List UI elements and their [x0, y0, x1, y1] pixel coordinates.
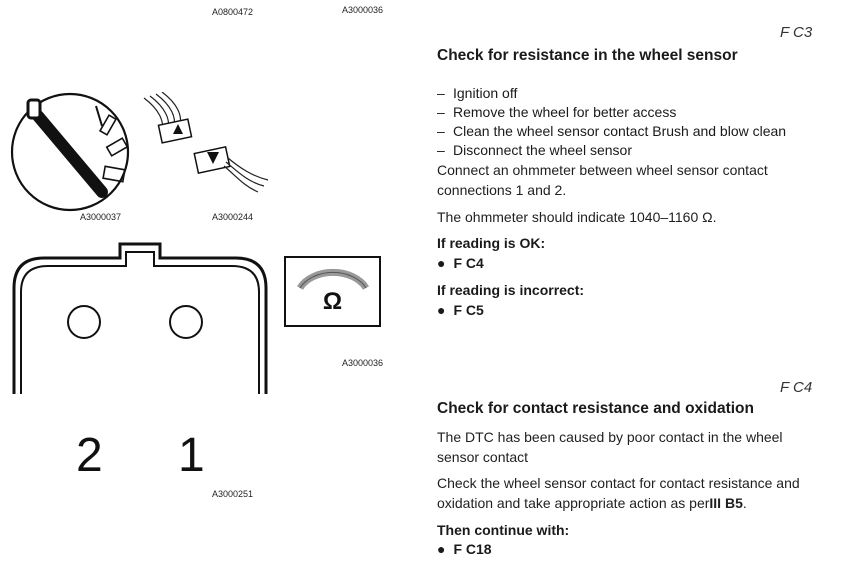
fc3-step: Ignition off: [437, 84, 817, 103]
fc4-continue-target: F C18: [453, 541, 492, 557]
fc4-code: F C4: [780, 379, 813, 396]
fc3-indicate-text: The ohmmeter should indicate 1040–1160 Ω…: [437, 209, 717, 225]
fc3-step: Remove the wheel for better access: [437, 103, 817, 122]
fc4-heading: Check for contact resistance and oxidati…: [437, 400, 754, 417]
bullet-icon: ●: [437, 541, 446, 557]
fc4-check-ref: III B5: [709, 495, 743, 511]
figure-code-ohmmeter: A3000036: [342, 358, 384, 368]
fc3-bad-item: ● F C5: [437, 301, 484, 319]
fc3-code: F C3: [780, 24, 813, 41]
meter-scale-icon: [297, 268, 369, 290]
figure-code-top-mid: A3000036: [342, 5, 384, 15]
ignition-switch-illustration: [10, 92, 130, 212]
fc3-ok-item: ● F C4: [437, 254, 484, 272]
figure-code-ignition: A3000037: [80, 212, 122, 222]
fc3-bad-label: If reading is incorrect:: [437, 282, 585, 298]
figure-code-top-left: A0800472: [212, 7, 254, 17]
fc3-heading: Check for resistance in the wheel sensor: [437, 47, 738, 64]
sensor-contact-outline: [12, 242, 268, 394]
fc4-check-body: Check the wheel sensor contact for conta…: [437, 475, 800, 511]
fc4-continue-item: ● F C18: [437, 540, 492, 558]
fc4-check-text: Check the wheel sensor contact for conta…: [437, 473, 817, 513]
fc3-ok-target: F C4: [453, 255, 484, 271]
ohm-symbol: Ω: [322, 288, 343, 315]
connector-disconnect-illustration: [143, 92, 269, 193]
bullet-icon: ●: [437, 255, 446, 271]
fc3-connect-text: Connect an ohmmeter between wheel sensor…: [437, 162, 768, 198]
fc3-step: Clean the wheel sensor contact Brush and…: [437, 122, 817, 141]
bullet-icon: ●: [437, 302, 446, 318]
pin-number-1: 1: [178, 429, 205, 482]
figure-code-connector: A3000244: [212, 212, 254, 222]
fc4-cause-text: The DTC has been caused by poor contact …: [437, 429, 783, 465]
figure-code-sensor-contact: A3000251: [212, 489, 254, 499]
fc3-bad-target: F C5: [453, 302, 484, 318]
fc3-step-list: Ignition off Remove the wheel for better…: [437, 84, 817, 160]
fc3-ok-label: If reading is OK:: [437, 235, 546, 251]
pin-number-2: 2: [76, 429, 103, 482]
fc4-continue-label: Then continue with:: [437, 522, 570, 538]
fc4-check-end: .: [742, 495, 747, 511]
fc3-step: Disconnect the wheel sensor: [437, 141, 817, 160]
ohmmeter-icon: Ω: [284, 256, 381, 327]
